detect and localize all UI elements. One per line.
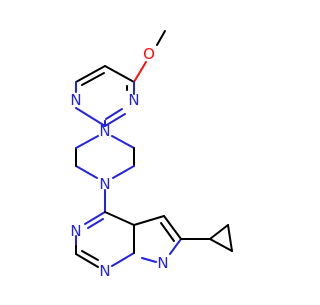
bond-pz-c3a-c4	[104, 211, 135, 226]
bond-pyr-c2-n3	[104, 113, 126, 127]
atom-o-methoxy: O	[143, 45, 155, 63]
bond-pa-c2-n1	[169, 238, 182, 255]
bond-pip-c3-n4	[112, 165, 135, 179]
atom-n-bridgehead: N	[99, 262, 110, 280]
bond-methyl-o	[156, 30, 166, 46]
bond-o-c4	[133, 61, 147, 83]
atom-n-pyrazine: N	[70, 222, 81, 240]
molecule-diagram: O N N N N N N N	[70, 30, 233, 280]
bond-pyr-c4-c5	[104, 65, 135, 83]
bond-pyr-n1-c2	[75, 107, 106, 127]
bond-pa-c3-c2	[163, 215, 182, 240]
bond-pz-c6-c7	[75, 253, 99, 268]
atom-n-pyrimidine-upper: N	[70, 91, 81, 109]
bond-pz-c4-n5	[84, 211, 106, 225]
atom-n-piperazine-bottom: N	[99, 175, 110, 193]
bond-pz-n8-c8a	[111, 252, 135, 267]
bond-pa-c3a-c3	[133, 215, 165, 226]
bond-pz-c4-n5-inner	[87, 218, 104, 229]
bond-pz-c6-c7-inner	[81, 250, 99, 261]
bond-pa-c3-c2-inner	[160, 222, 175, 242]
bond-pip-n1-c2	[111, 135, 135, 149]
bond-pip-c6-n1	[75, 135, 99, 149]
structure-svg: O N N N N N N N	[70, 30, 233, 280]
bond-cp-c	[209, 238, 233, 252]
bond-pa-n1-n8	[141, 257, 157, 263]
bond-pyr-c5-c6	[75, 65, 106, 83]
bond-cp-a	[209, 224, 229, 240]
bond-cp-b	[227, 224, 233, 252]
bond-pip-n4-c5	[75, 165, 98, 179]
bond-pyr-c2-n3-inner	[105, 108, 123, 120]
atom-n-pyrimidine-lower: N	[128, 91, 139, 109]
bond-pyr-c5-c6-inner	[81, 72, 105, 86]
atom-n-piperazine-top: N	[99, 122, 110, 140]
atom-n-pyrazole: N	[157, 254, 168, 272]
